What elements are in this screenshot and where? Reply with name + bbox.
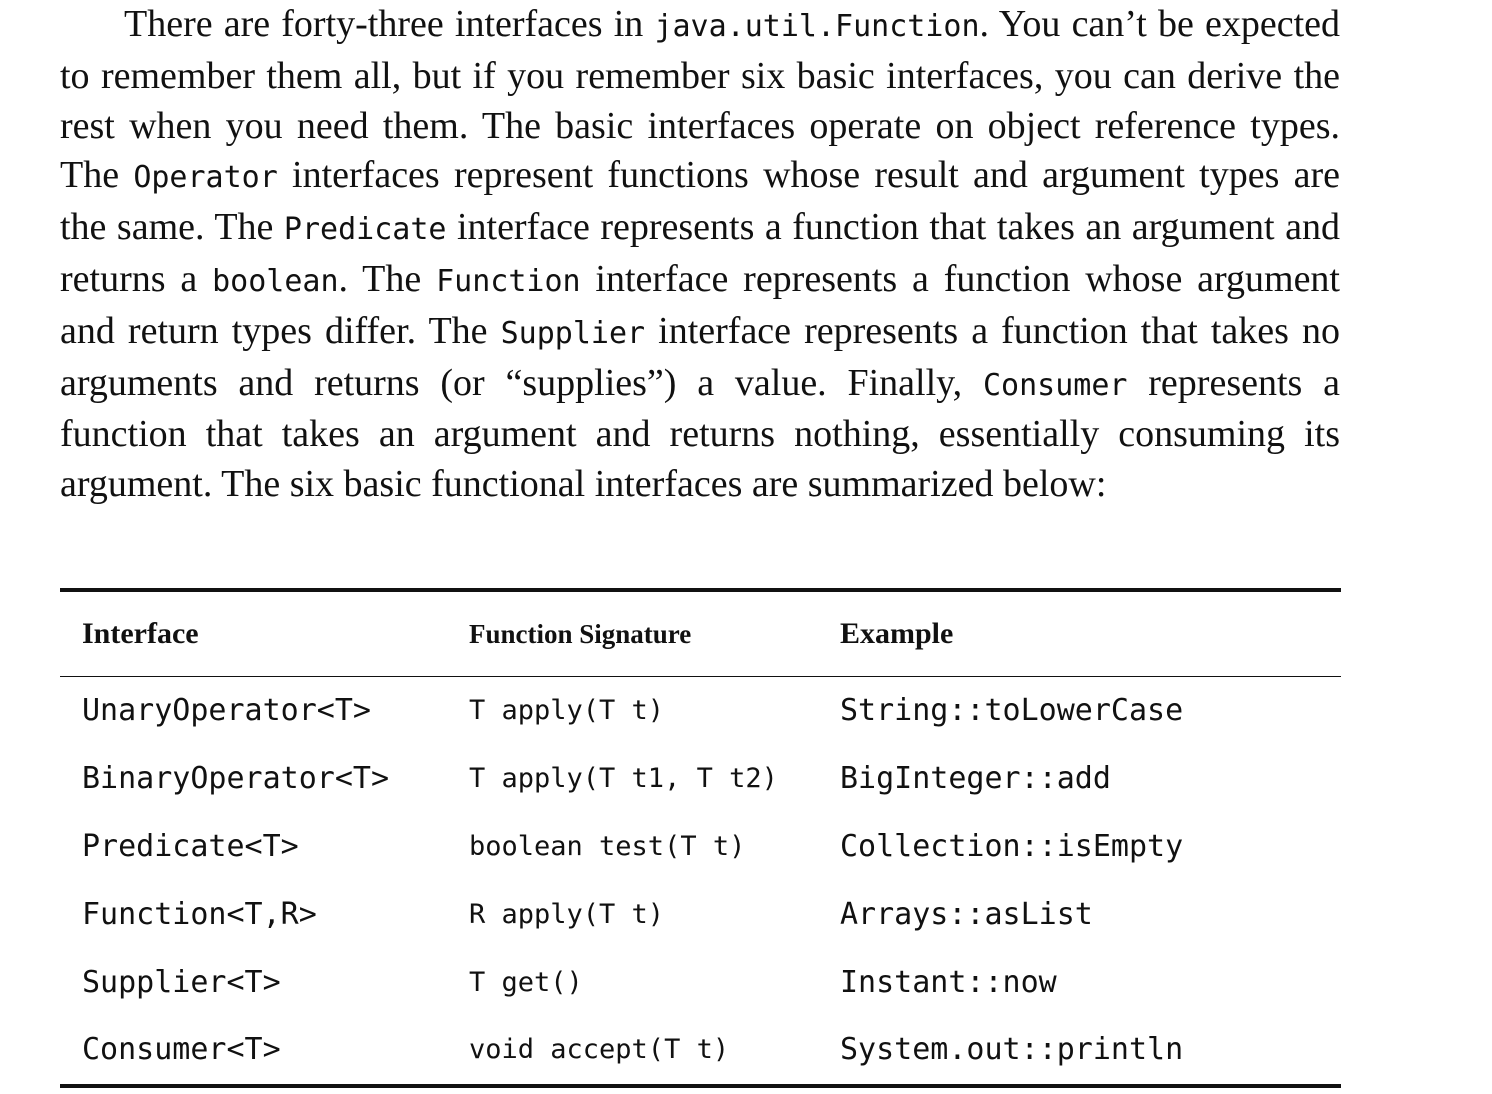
inline-code: Function: [436, 263, 581, 299]
text-run: . The: [338, 257, 437, 300]
table-body: UnaryOperator<T> T apply(T t) String::to…: [60, 677, 1341, 1086]
header-function-signature: Function Signature: [469, 618, 692, 649]
table-row: BinaryOperator<T> T apply(T t1, T t2) Bi…: [60, 745, 1341, 813]
cell-example: Collection::isEmpty: [840, 828, 1184, 864]
document-page: There are forty-three interfaces in java…: [60, 0, 1340, 510]
inline-code: Operator: [133, 160, 278, 196]
cell-signature: T get(): [469, 966, 583, 998]
cell-interface: Function<T,R>: [82, 896, 317, 932]
summary-table: Interface Function Signature Example Una…: [60, 588, 1341, 1088]
body-paragraph: There are forty-three interfaces in java…: [60, 0, 1340, 510]
cell-example: BigInteger::add: [840, 761, 1111, 797]
header-row: Interface Function Signature Example: [60, 590, 1341, 677]
table-row: Consumer<T> void accept(T t) System.out:…: [60, 1016, 1341, 1086]
inline-code: boolean: [212, 263, 339, 299]
cell-interface: UnaryOperator<T>: [82, 693, 371, 729]
cell-example: System.out::println: [840, 1032, 1184, 1068]
table-header: Interface Function Signature Example: [60, 590, 1341, 677]
cell-signature: T apply(T t1, T t2): [469, 763, 778, 795]
cell-signature: R apply(T t): [469, 898, 665, 930]
functional-interfaces-table: Interface Function Signature Example Una…: [60, 588, 1341, 1088]
table-row: Supplier<T> T get() Instant::now: [60, 948, 1341, 1016]
cell-example: Arrays::asList: [840, 896, 1093, 932]
header-example: Example: [840, 617, 954, 650]
cell-interface: Supplier<T>: [82, 964, 281, 1000]
text-run: interfaces represent functions whose res…: [60, 154, 1341, 249]
cell-interface: Predicate<T>: [82, 828, 299, 864]
inline-code: Supplier: [500, 315, 646, 351]
text-run: represents a function that takes an argu…: [60, 361, 1340, 506]
text-run: . You can’t be expected to remember them…: [60, 3, 1341, 197]
text-run: interface represents a function that tak…: [60, 206, 1340, 300]
text-run: interface represents a function whose ar…: [60, 257, 1340, 352]
inline-code: Predicate: [283, 212, 447, 248]
cell-interface: Consumer<T>: [82, 1032, 281, 1068]
text-run: interface represents a function that tak…: [60, 309, 1340, 404]
cell-signature: T apply(T t): [469, 695, 665, 727]
table-row: UnaryOperator<T> T apply(T t) String::to…: [60, 677, 1341, 745]
cell-example: Instant::now: [840, 964, 1057, 1000]
header-interface: Interface: [82, 617, 199, 650]
cell-signature: boolean test(T t): [469, 830, 746, 862]
inline-code: java.util.Function: [654, 9, 980, 44]
inline-code: Consumer: [982, 367, 1128, 403]
cell-interface: BinaryOperator<T>: [82, 761, 390, 797]
table-row: Predicate<T> boolean test(T t) Collectio…: [60, 813, 1341, 881]
cell-example: String::toLowerCase: [840, 693, 1184, 729]
table-row: Function<T,R> R apply(T t) Arrays::asLis…: [60, 880, 1341, 948]
cell-signature: void accept(T t): [469, 1034, 730, 1066]
text-run: There are forty-three interfaces in: [124, 3, 655, 45]
